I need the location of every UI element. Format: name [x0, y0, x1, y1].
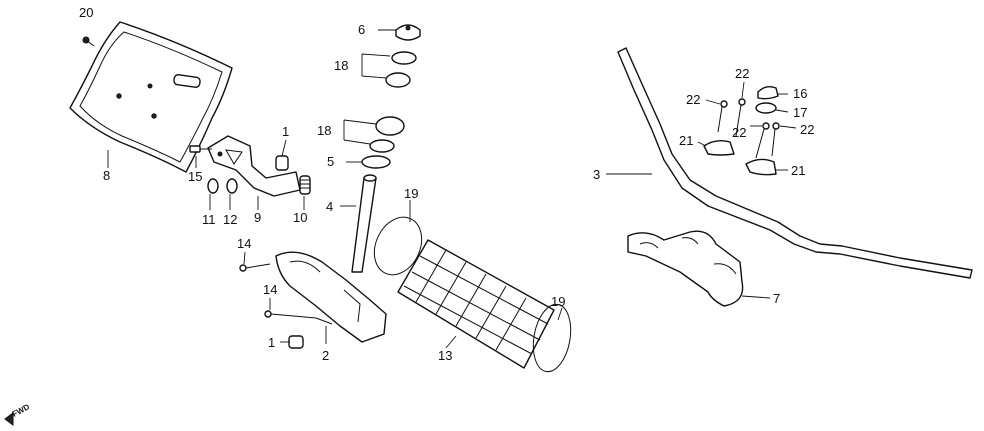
- callout-10: 10: [293, 210, 307, 225]
- bolt-14a-part: [239, 263, 271, 272]
- lower-bracket-part: [275, 251, 387, 343]
- callout-12: 12: [223, 212, 237, 227]
- callout-17: 17: [793, 105, 807, 120]
- callout-2: 2: [322, 348, 329, 363]
- callout-18-upper: 18: [334, 58, 348, 73]
- callout-1-lower: 1: [268, 335, 275, 350]
- callout-22-mid: 22: [732, 125, 746, 140]
- callout-11: 11: [202, 212, 216, 227]
- upper-holder-21b-part: [745, 158, 777, 176]
- cap-16-part: [757, 85, 779, 100]
- forward-label: FWD: [11, 402, 32, 419]
- callout-3: 3: [593, 167, 600, 182]
- handlebar-group: [617, 47, 973, 307]
- steering-stem-group: [239, 24, 572, 373]
- steering-stem-4-part: [351, 177, 377, 273]
- handlebar-3-part: [617, 47, 973, 279]
- callout-21-left: 21: [679, 133, 693, 148]
- callout-8: 8: [103, 168, 110, 183]
- handlebar-holder-7-part: [627, 230, 744, 307]
- bolt-14b-part: [264, 310, 333, 325]
- grommet-1b-part: [288, 335, 304, 349]
- callout-22-right: 22: [800, 122, 814, 137]
- screw-20-part: [82, 36, 95, 47]
- callout-5: 5: [327, 154, 334, 169]
- callout-20: 20: [79, 5, 93, 20]
- callout-4: 4: [326, 199, 333, 214]
- callout-15: 15: [188, 169, 202, 184]
- callout-13: 13: [438, 348, 452, 363]
- bolt-22a-part: [717, 100, 728, 133]
- collar-12-part: [226, 178, 238, 194]
- bolt-15-part: [189, 145, 212, 153]
- callout-14-lower: 14: [263, 282, 277, 297]
- spring-10-part: [299, 175, 311, 195]
- callout-19-upper: 19: [404, 186, 418, 201]
- stem-nut-6-part: [395, 24, 421, 41]
- bolt-22d-part: [771, 122, 780, 157]
- callout-19-lower: 19: [551, 294, 565, 309]
- o-ring-19b-part: [532, 303, 572, 373]
- upper-holder-21a-part: [703, 139, 735, 156]
- callout-22-top: 22: [735, 66, 749, 81]
- callout-21-right: 21: [791, 163, 805, 178]
- callout-6: 6: [358, 22, 365, 37]
- headlight-grille-part: [397, 239, 555, 369]
- callout-18-lower: 18: [317, 123, 331, 138]
- callout-1-upper: 1: [282, 124, 289, 139]
- callout-14-upper: 14: [237, 236, 251, 251]
- callout-16: 16: [793, 86, 807, 101]
- bolt-22b-part: [735, 98, 746, 137]
- callout-labels: 20 8 15 1 11 12 9 10 6 18 18 5 4 19 19 1…: [79, 5, 814, 363]
- callout-9: 9: [254, 210, 261, 225]
- washer-17-part: [755, 102, 777, 114]
- forward-arrow-icon: [4, 412, 14, 426]
- callout-7: 7: [773, 291, 780, 306]
- forward-direction-marker: FWD: [4, 402, 32, 426]
- callout-22-left: 22: [686, 92, 700, 107]
- number-plate-group: [69, 21, 311, 197]
- leader-lines: [107, 29, 797, 349]
- number-plate-part: [69, 21, 233, 173]
- grommet-1-part: [275, 155, 289, 171]
- bolt-22c-part: [755, 122, 770, 159]
- o-ring-19a-part: [373, 216, 423, 276]
- collar-11-part: [207, 178, 219, 194]
